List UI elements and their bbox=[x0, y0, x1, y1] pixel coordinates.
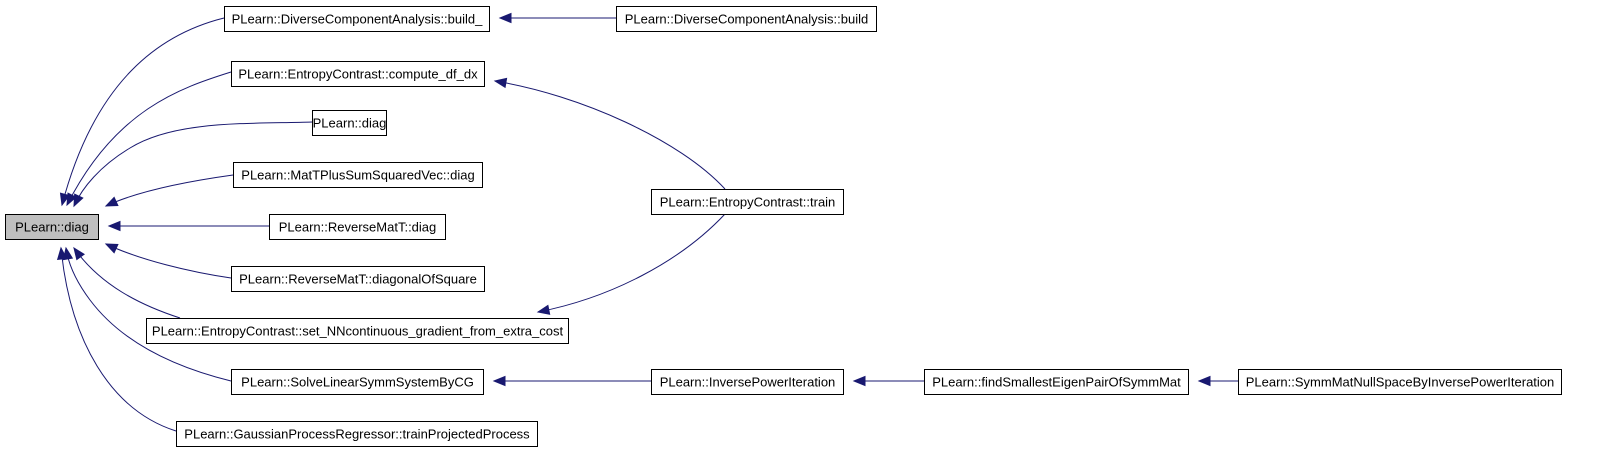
edge-arrowhead bbox=[498, 12, 512, 24]
edge-n1-n0 bbox=[59, 17, 225, 207]
node-label: PLearn::findSmallestEigenPairOfSymmMat bbox=[932, 375, 1181, 390]
node-box[interactable] bbox=[1238, 369, 1562, 395]
edge-n8-n0 bbox=[104, 243, 232, 279]
node-box[interactable] bbox=[233, 162, 483, 188]
edge-arrowhead bbox=[104, 243, 119, 254]
edge-line bbox=[66, 71, 232, 206]
node-box[interactable] bbox=[224, 6, 490, 32]
node-box[interactable] bbox=[176, 421, 538, 447]
node-root: PLearn::diag bbox=[5, 214, 99, 240]
edge-arrowhead bbox=[59, 192, 71, 207]
node-label: PLearn::InversePowerIteration bbox=[660, 375, 836, 390]
edge-n11-n10 bbox=[492, 375, 651, 387]
node-box bbox=[5, 214, 99, 240]
edge-arrowhead bbox=[1197, 375, 1211, 387]
edge-line bbox=[537, 213, 726, 313]
node-box[interactable] bbox=[231, 369, 484, 395]
node-label: PLearn::diag bbox=[313, 116, 387, 131]
node-label: PLearn::EntropyContrast::train bbox=[660, 195, 836, 210]
edge-line bbox=[65, 247, 232, 382]
edge-arrowhead bbox=[104, 196, 119, 207]
node-box[interactable] bbox=[924, 369, 1189, 395]
edge-n12-n11 bbox=[852, 375, 924, 387]
node-label: PLearn::DiverseComponentAnalysis::build bbox=[625, 12, 869, 27]
edge-n14-n0 bbox=[56, 246, 177, 432]
edge-line bbox=[105, 174, 234, 207]
node[interactable]: PLearn::findSmallestEigenPairOfSymmMat bbox=[924, 369, 1189, 395]
edge-n2-n1 bbox=[498, 12, 616, 24]
node[interactable]: PLearn::EntropyContrast::compute_df_dx bbox=[231, 61, 485, 87]
node-box[interactable] bbox=[231, 61, 485, 87]
node[interactable]: PLearn::EntropyContrast::train bbox=[651, 189, 844, 215]
nodes-layer: PLearn::diag PLearn::DiverseComponentAnal… bbox=[5, 6, 1562, 447]
node-box[interactable] bbox=[616, 6, 877, 32]
edge-arrowhead bbox=[56, 246, 68, 260]
node-label: PLearn::MatTPlusSumSquaredVec::diag bbox=[241, 168, 474, 183]
node-box[interactable] bbox=[312, 110, 387, 136]
node[interactable]: PLearn::InversePowerIteration bbox=[651, 369, 844, 395]
edge-n6-n0 bbox=[104, 174, 234, 207]
edge-n13-n12 bbox=[1197, 375, 1238, 387]
edge-n3-n0 bbox=[66, 71, 232, 207]
edge-line bbox=[73, 247, 181, 319]
edges-layer bbox=[56, 12, 1238, 432]
node[interactable]: PLearn::SolveLinearSymmSystemByCG bbox=[231, 369, 484, 395]
node-label: PLearn::ReverseMatT::diag bbox=[279, 220, 437, 235]
edge-n4-n9 bbox=[536, 213, 726, 315]
node-label: PLearn::SolveLinearSymmSystemByCG bbox=[241, 375, 474, 390]
edge-arrowhead bbox=[852, 375, 866, 387]
node-box[interactable] bbox=[651, 189, 844, 215]
edge-arrowhead bbox=[107, 220, 121, 232]
edge-line bbox=[60, 247, 177, 432]
node-label: PLearn::EntropyContrast::set_NNcontinuou… bbox=[152, 324, 564, 339]
edge-n9-n0 bbox=[73, 246, 181, 319]
node-label: PLearn::EntropyContrast::compute_df_dx bbox=[238, 67, 478, 82]
node-box[interactable] bbox=[231, 266, 485, 292]
edge-n4-n3 bbox=[493, 77, 726, 190]
edge-line bbox=[494, 80, 726, 190]
node[interactable]: PLearn::SymmMatNullSpaceByInversePowerIt… bbox=[1238, 369, 1562, 395]
edge-arrowhead bbox=[73, 246, 85, 261]
edge-arrowhead bbox=[66, 192, 77, 207]
node[interactable]: PLearn::GaussianProcessRegressor::trainP… bbox=[176, 421, 538, 447]
edge-n7-n0 bbox=[107, 220, 269, 232]
node[interactable]: PLearn::ReverseMatT::diagonalOfSquare bbox=[231, 266, 485, 292]
edge-n5-n0 bbox=[73, 121, 313, 208]
node[interactable]: PLearn::DiverseComponentAnalysis::build bbox=[616, 6, 877, 32]
node[interactable]: PLearn::EntropyContrast::set_NNcontinuou… bbox=[146, 318, 569, 344]
node[interactable]: PLearn::diag bbox=[312, 110, 387, 136]
node-label: PLearn::DiverseComponentAnalysis::build_ bbox=[232, 12, 484, 27]
node-box[interactable] bbox=[651, 369, 844, 395]
node-box[interactable] bbox=[269, 214, 446, 240]
edge-line bbox=[105, 243, 232, 279]
node[interactable]: PLearn::DiverseComponentAnalysis::build_ bbox=[224, 6, 490, 32]
node-box[interactable] bbox=[146, 318, 569, 344]
node[interactable]: PLearn::MatTPlusSumSquaredVec::diag bbox=[233, 162, 483, 188]
node[interactable]: PLearn::ReverseMatT::diag bbox=[269, 214, 446, 240]
edge-n10-n0 bbox=[62, 246, 232, 382]
edge-arrowhead bbox=[493, 77, 508, 89]
node-label: PLearn::diag bbox=[15, 220, 89, 235]
node-label: PLearn::GaussianProcessRegressor::trainP… bbox=[184, 427, 530, 442]
edge-line bbox=[73, 121, 313, 207]
edge-arrowhead bbox=[492, 375, 506, 387]
node-label: PLearn::ReverseMatT::diagonalOfSquare bbox=[239, 272, 477, 287]
edge-arrowhead bbox=[536, 304, 551, 315]
node-label: PLearn::SymmMatNullSpaceByInversePowerIt… bbox=[1246, 375, 1555, 390]
edge-line bbox=[61, 17, 225, 206]
edge-arrowhead bbox=[73, 193, 84, 208]
